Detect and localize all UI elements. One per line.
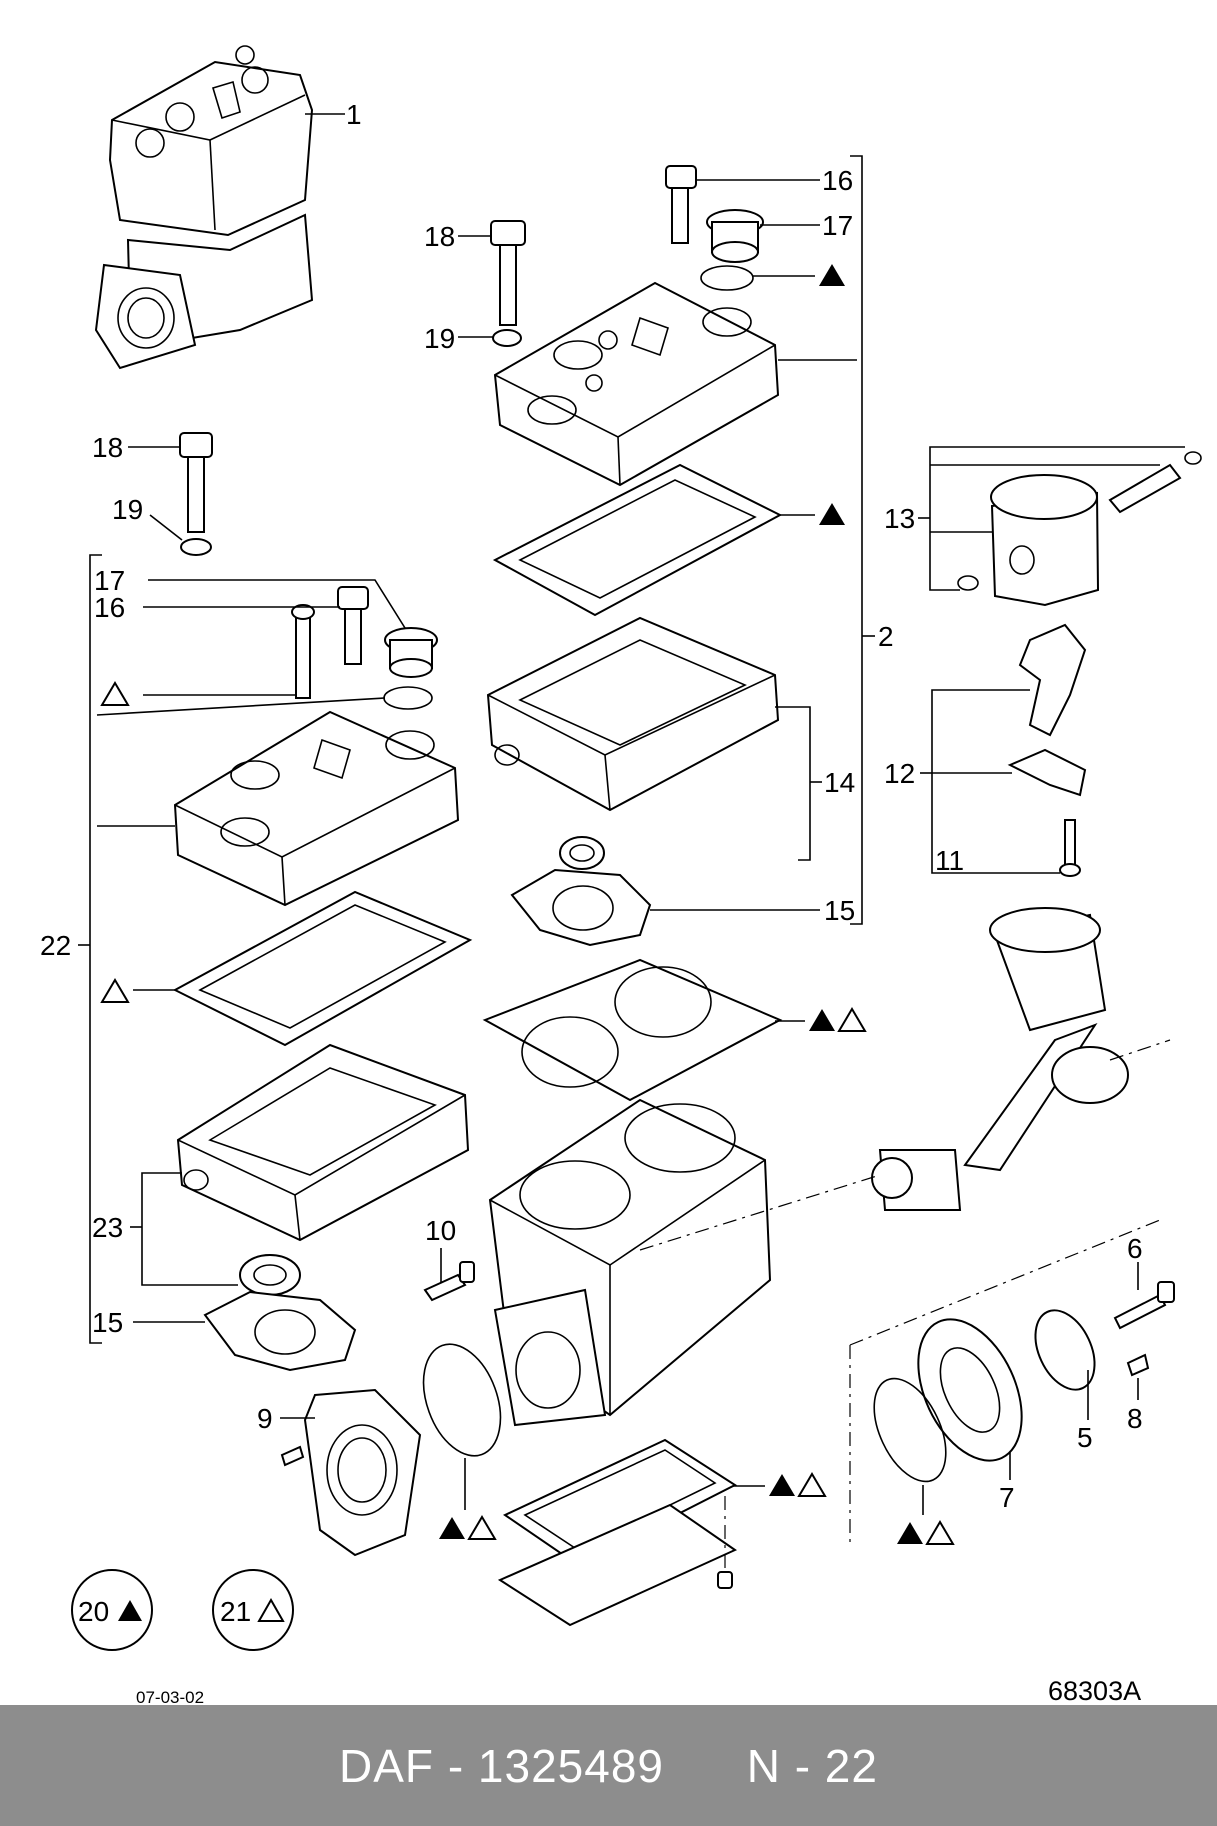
callout-10: 10 <box>425 1215 456 1246</box>
drawing-number: 68303A <box>1048 1676 1141 1705</box>
callout-14: 14 <box>824 767 855 798</box>
kit-20-symbol <box>71 1569 153 1651</box>
footer-brand: DAF <box>339 1739 435 1792</box>
seal-bearing-upper <box>559 836 605 870</box>
kit-21-number: 21 <box>220 1596 251 1627</box>
callout-23: 23 <box>92 1212 123 1243</box>
cylinder-head-left <box>97 710 460 907</box>
flange-gasket-15-upper <box>510 868 820 947</box>
callout-8: 8 <box>1127 1403 1143 1434</box>
callout-18-upper: 18 <box>424 221 455 252</box>
callout-19-left: 19 <box>112 494 143 525</box>
kit-21-symbol <box>212 1569 294 1651</box>
callout-12: 12 <box>884 758 915 789</box>
footer-space <box>464 1739 478 1793</box>
footer-page: N - 22 <box>746 1739 878 1792</box>
callout-22: 22 <box>40 930 71 961</box>
cylinder-gasket <box>482 958 867 1102</box>
o-ring-top <box>700 264 845 291</box>
o-ring-crankcase <box>422 1343 502 1540</box>
kit-20-number: 20 <box>78 1596 109 1627</box>
callout-15-upper: 15 <box>824 895 855 926</box>
footer-separator <box>434 1739 448 1793</box>
head-gasket-upper <box>492 463 845 617</box>
callout-17-top: 17 <box>822 210 853 241</box>
rear-cover-assembly <box>849 1219 1175 1545</box>
bolt-18-left <box>128 432 213 556</box>
callout-5: 5 <box>1077 1422 1093 1453</box>
open-triangle-left-1 <box>100 681 130 706</box>
bolts-16-17-left <box>96 579 438 716</box>
plug-17-top <box>706 209 820 263</box>
bracket-2 <box>850 155 875 925</box>
callout-13: 13 <box>884 503 915 534</box>
valve-plate-14 <box>486 616 822 861</box>
callout-1: 1 <box>346 99 362 130</box>
cylinder-head-upper <box>493 281 857 487</box>
bolt-18-upper <box>458 220 526 347</box>
bolt-10 <box>423 1248 475 1302</box>
callout-9: 9 <box>257 1403 273 1434</box>
open-triangle-left-2 <box>100 978 130 1003</box>
footer-part-number: 1325489 <box>477 1739 665 1792</box>
callout-18-left: 18 <box>92 432 123 463</box>
footer-dash: - <box>447 1739 465 1792</box>
conrod-12 <box>920 623 1087 877</box>
piston-rod-assembly <box>639 907 1171 1251</box>
bottom-cover-gasket <box>497 1438 827 1627</box>
compressor-assembly-illustration <box>94 45 345 370</box>
callout-7: 7 <box>999 1482 1015 1513</box>
part-number-footer: DAF - 1325489 N - 22 <box>0 1705 1217 1826</box>
callout-11: 11 <box>935 845 964 876</box>
callout-16-left: 16 <box>94 592 125 623</box>
valve-plate-23 <box>130 1043 470 1296</box>
crankcase <box>488 1098 772 1427</box>
footer-gap <box>664 1739 747 1793</box>
bracket-22 <box>78 554 102 1344</box>
date-code: 07-03-02 <box>136 1688 204 1705</box>
callout-16-top: 16 <box>822 165 853 196</box>
piston-13 <box>918 446 1202 607</box>
flange-gasket-15-left <box>133 1290 357 1372</box>
callout-17-left: 17 <box>94 565 125 596</box>
exploded-parts-diagram: 1 2 16 17 18 19 <box>40 45 1202 1705</box>
callout-6: 6 <box>1127 1233 1143 1264</box>
callout-15-left: 15 <box>92 1307 123 1338</box>
flange-9 <box>280 1388 422 1557</box>
bolt-16-top <box>665 165 820 244</box>
callout-2: 2 <box>878 621 894 652</box>
callout-19-upper: 19 <box>424 323 455 354</box>
head-gasket-left <box>133 890 473 1047</box>
